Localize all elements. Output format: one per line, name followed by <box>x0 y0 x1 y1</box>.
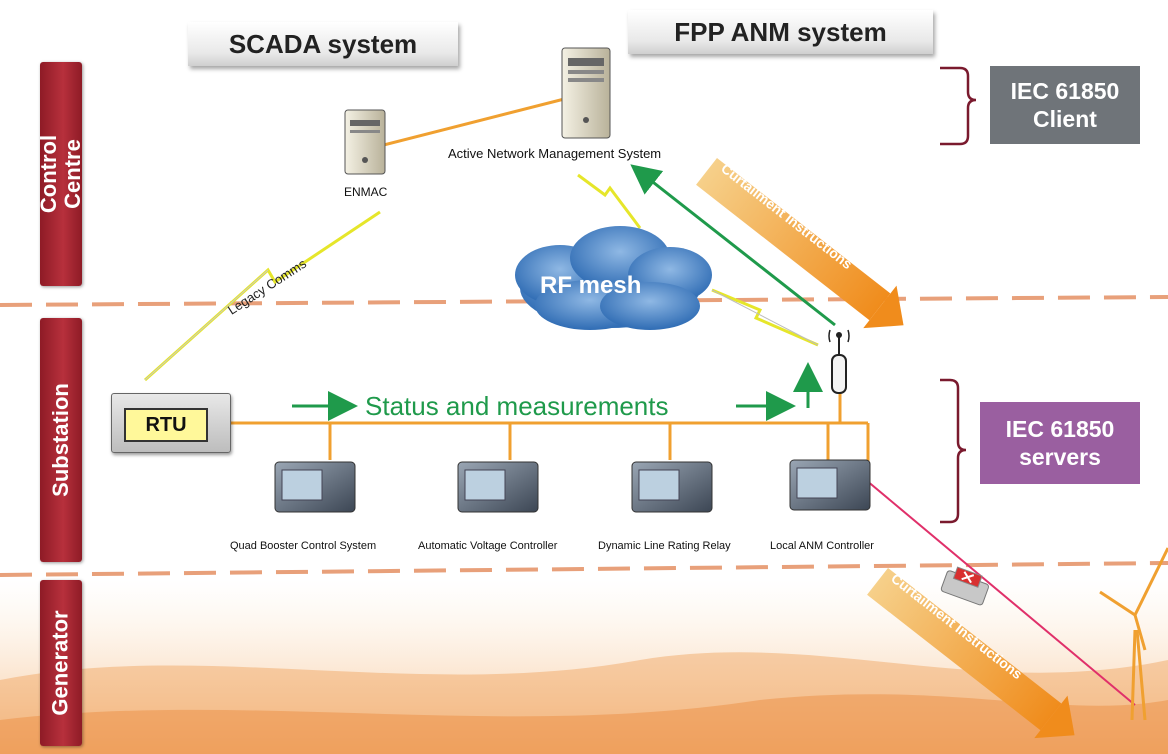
background-swirl-2 <box>0 694 1168 754</box>
rtu-unit: RTU <box>111 393 231 453</box>
ied-server-icon-1 <box>274 461 356 513</box>
ied-server-icon-3 <box>631 461 713 513</box>
green-uplink-arrow <box>630 164 836 327</box>
ied-server-icon-4 <box>789 459 871 511</box>
trip-line <box>859 474 1136 706</box>
servers-bracket <box>940 378 967 524</box>
anm-system-label: Active Network Management System <box>448 146 662 161</box>
zone-divider-top <box>0 295 1168 307</box>
device-label-quad-booster: Quad Booster Control System <box>230 540 377 552</box>
enmac-computer-icon <box>344 109 386 175</box>
curtailment-arrow-bottom <box>867 568 1075 739</box>
anm-server-icon <box>561 47 611 139</box>
device-label-dlr: Dynamic Line Rating Relay <box>598 540 731 552</box>
background-swirl <box>0 652 1168 754</box>
device-label-local-anm: Local ANM Controller <box>770 540 874 552</box>
wind-turbine-icon <box>1099 547 1168 721</box>
enmac-label: ENMAC <box>344 185 388 199</box>
ied-server-icon-2 <box>457 461 539 513</box>
status-measurements-label: Status and measurements <box>365 391 669 421</box>
rf-mesh-cloud <box>515 226 712 330</box>
tab-substation-label: Substation <box>48 383 74 497</box>
fpp-anm-system-label: FPP ANM system <box>628 10 933 54</box>
antenna-icon <box>828 329 850 394</box>
control-link <box>371 93 581 150</box>
rf-mesh-label: RF mesh <box>540 272 642 299</box>
device-label-avc: Automatic Voltage Controller <box>418 540 558 552</box>
trip-device-icon <box>940 566 990 606</box>
tab-substation: Substation <box>40 318 82 562</box>
tab-control-centre-label: Control Centre <box>36 134 86 214</box>
curtailment-arrow-top <box>696 158 904 329</box>
tab-generator: Generator <box>40 580 82 746</box>
iec-client-box: IEC 61850 Client <box>990 66 1140 144</box>
scada-system-label: SCADA system <box>188 22 458 66</box>
rtu-label: RTU <box>124 408 208 442</box>
client-bracket <box>940 66 977 146</box>
zone-divider-bottom <box>0 561 1168 577</box>
rf-lightning-top <box>577 173 642 229</box>
iec-servers-box: IEC 61850 servers <box>980 402 1140 484</box>
tab-generator-label: Generator <box>48 610 73 716</box>
tab-control-centre: Control Centre <box>36 62 86 286</box>
